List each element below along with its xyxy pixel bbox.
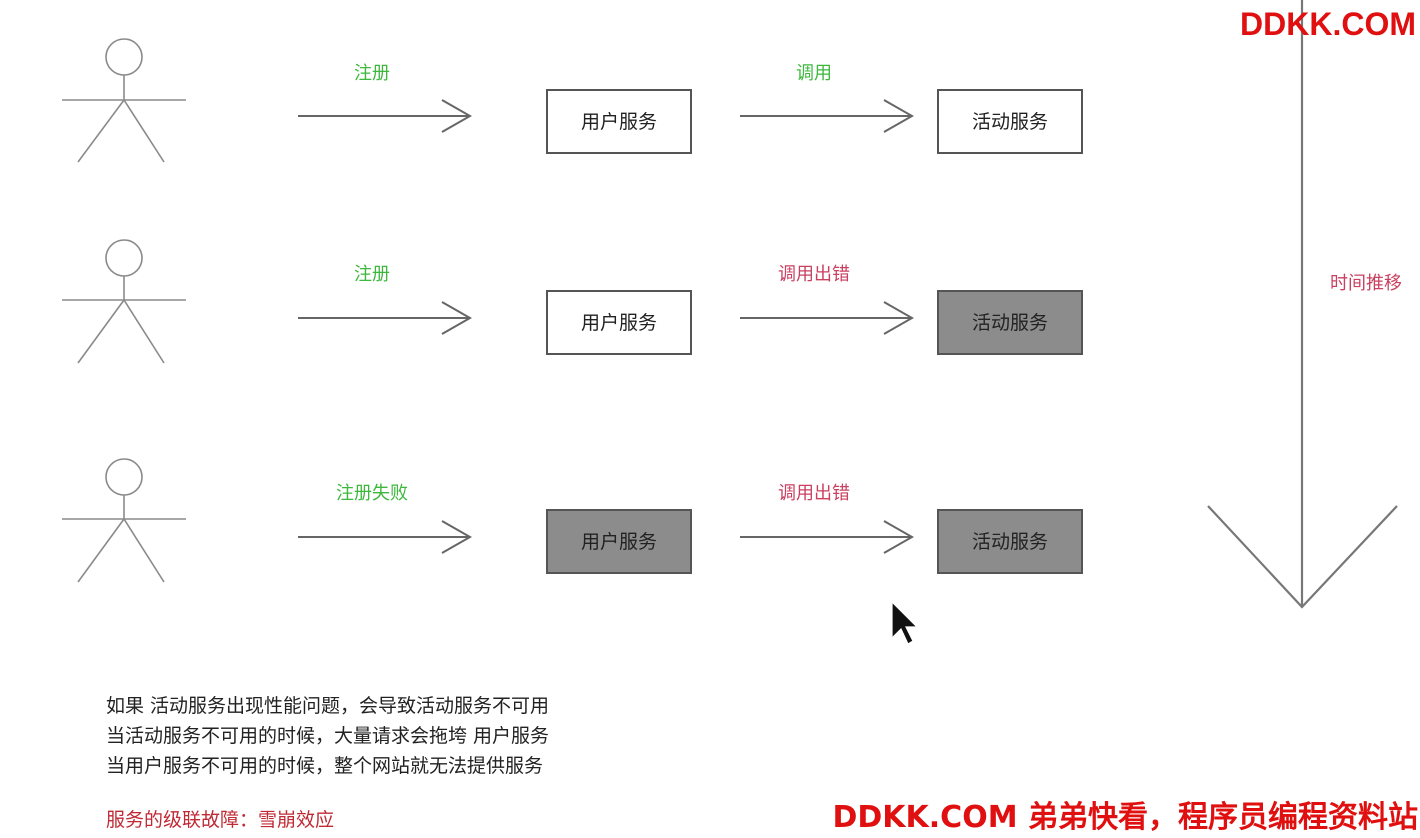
call-label-1: 调用 — [796, 63, 832, 84]
register-label-1: 注册 — [354, 63, 390, 84]
user-service-box-3 — [546, 509, 692, 574]
user-service-label-2: 用户服务 — [581, 312, 657, 334]
user-actor-1 — [62, 38, 186, 163]
call-label-2: 调用出错 — [778, 264, 850, 285]
register-label-3: 注册失败 — [336, 483, 408, 504]
activity-service-box-3 — [937, 509, 1083, 574]
activity-service-box-1 — [937, 89, 1083, 154]
register-arrow-1 — [298, 99, 473, 133]
user-actor-3 — [62, 458, 186, 583]
note-line-1: 如果 活动服务出现性能问题，会导致活动服务不可用 — [106, 695, 550, 717]
call-arrow-2 — [740, 301, 915, 335]
register-arrow-3 — [298, 520, 473, 554]
time-axis-arrow — [1207, 0, 1398, 609]
row-3: 注册失败 用户服务 调用出错 活动服务 — [62, 458, 1083, 583]
row-1: 注册 用户服务 调用 活动服务 — [62, 38, 1083, 163]
watermark-bottom: DDKK.COM 弟弟快看，程序员编程资料站 — [832, 800, 1418, 835]
user-service-box-2 — [546, 290, 692, 355]
register-label-2: 注册 — [354, 264, 390, 285]
note-line-2: 当活动服务不可用的时候，大量请求会拖垮 用户服务 — [106, 725, 550, 747]
conclusion-text: 服务的级联故障：雪崩效应 — [106, 809, 335, 831]
user-actor-2 — [62, 239, 186, 364]
user-service-label-3: 用户服务 — [581, 531, 657, 553]
activity-service-label-2: 活动服务 — [972, 312, 1048, 334]
user-service-box-1 — [546, 89, 692, 154]
activity-service-label-1: 活动服务 — [972, 111, 1048, 133]
call-arrow-1 — [740, 99, 915, 133]
activity-service-box-2 — [937, 290, 1083, 355]
activity-service-label-3: 活动服务 — [972, 531, 1048, 553]
note-line-3: 当用户服务不可用的时候，整个网站就无法提供服务 — [106, 755, 544, 777]
register-arrow-2 — [298, 301, 473, 335]
row-2: 注册 用户服务 调用出错 活动服务 — [62, 239, 1083, 364]
call-arrow-3 — [740, 520, 915, 554]
time-axis-label: 时间推移 — [1330, 273, 1402, 294]
call-label-3: 调用出错 — [778, 483, 850, 504]
watermark-top: DDKK.COM — [1240, 6, 1416, 42]
user-service-label-1: 用户服务 — [581, 111, 657, 133]
mouse-cursor-icon — [891, 600, 919, 645]
